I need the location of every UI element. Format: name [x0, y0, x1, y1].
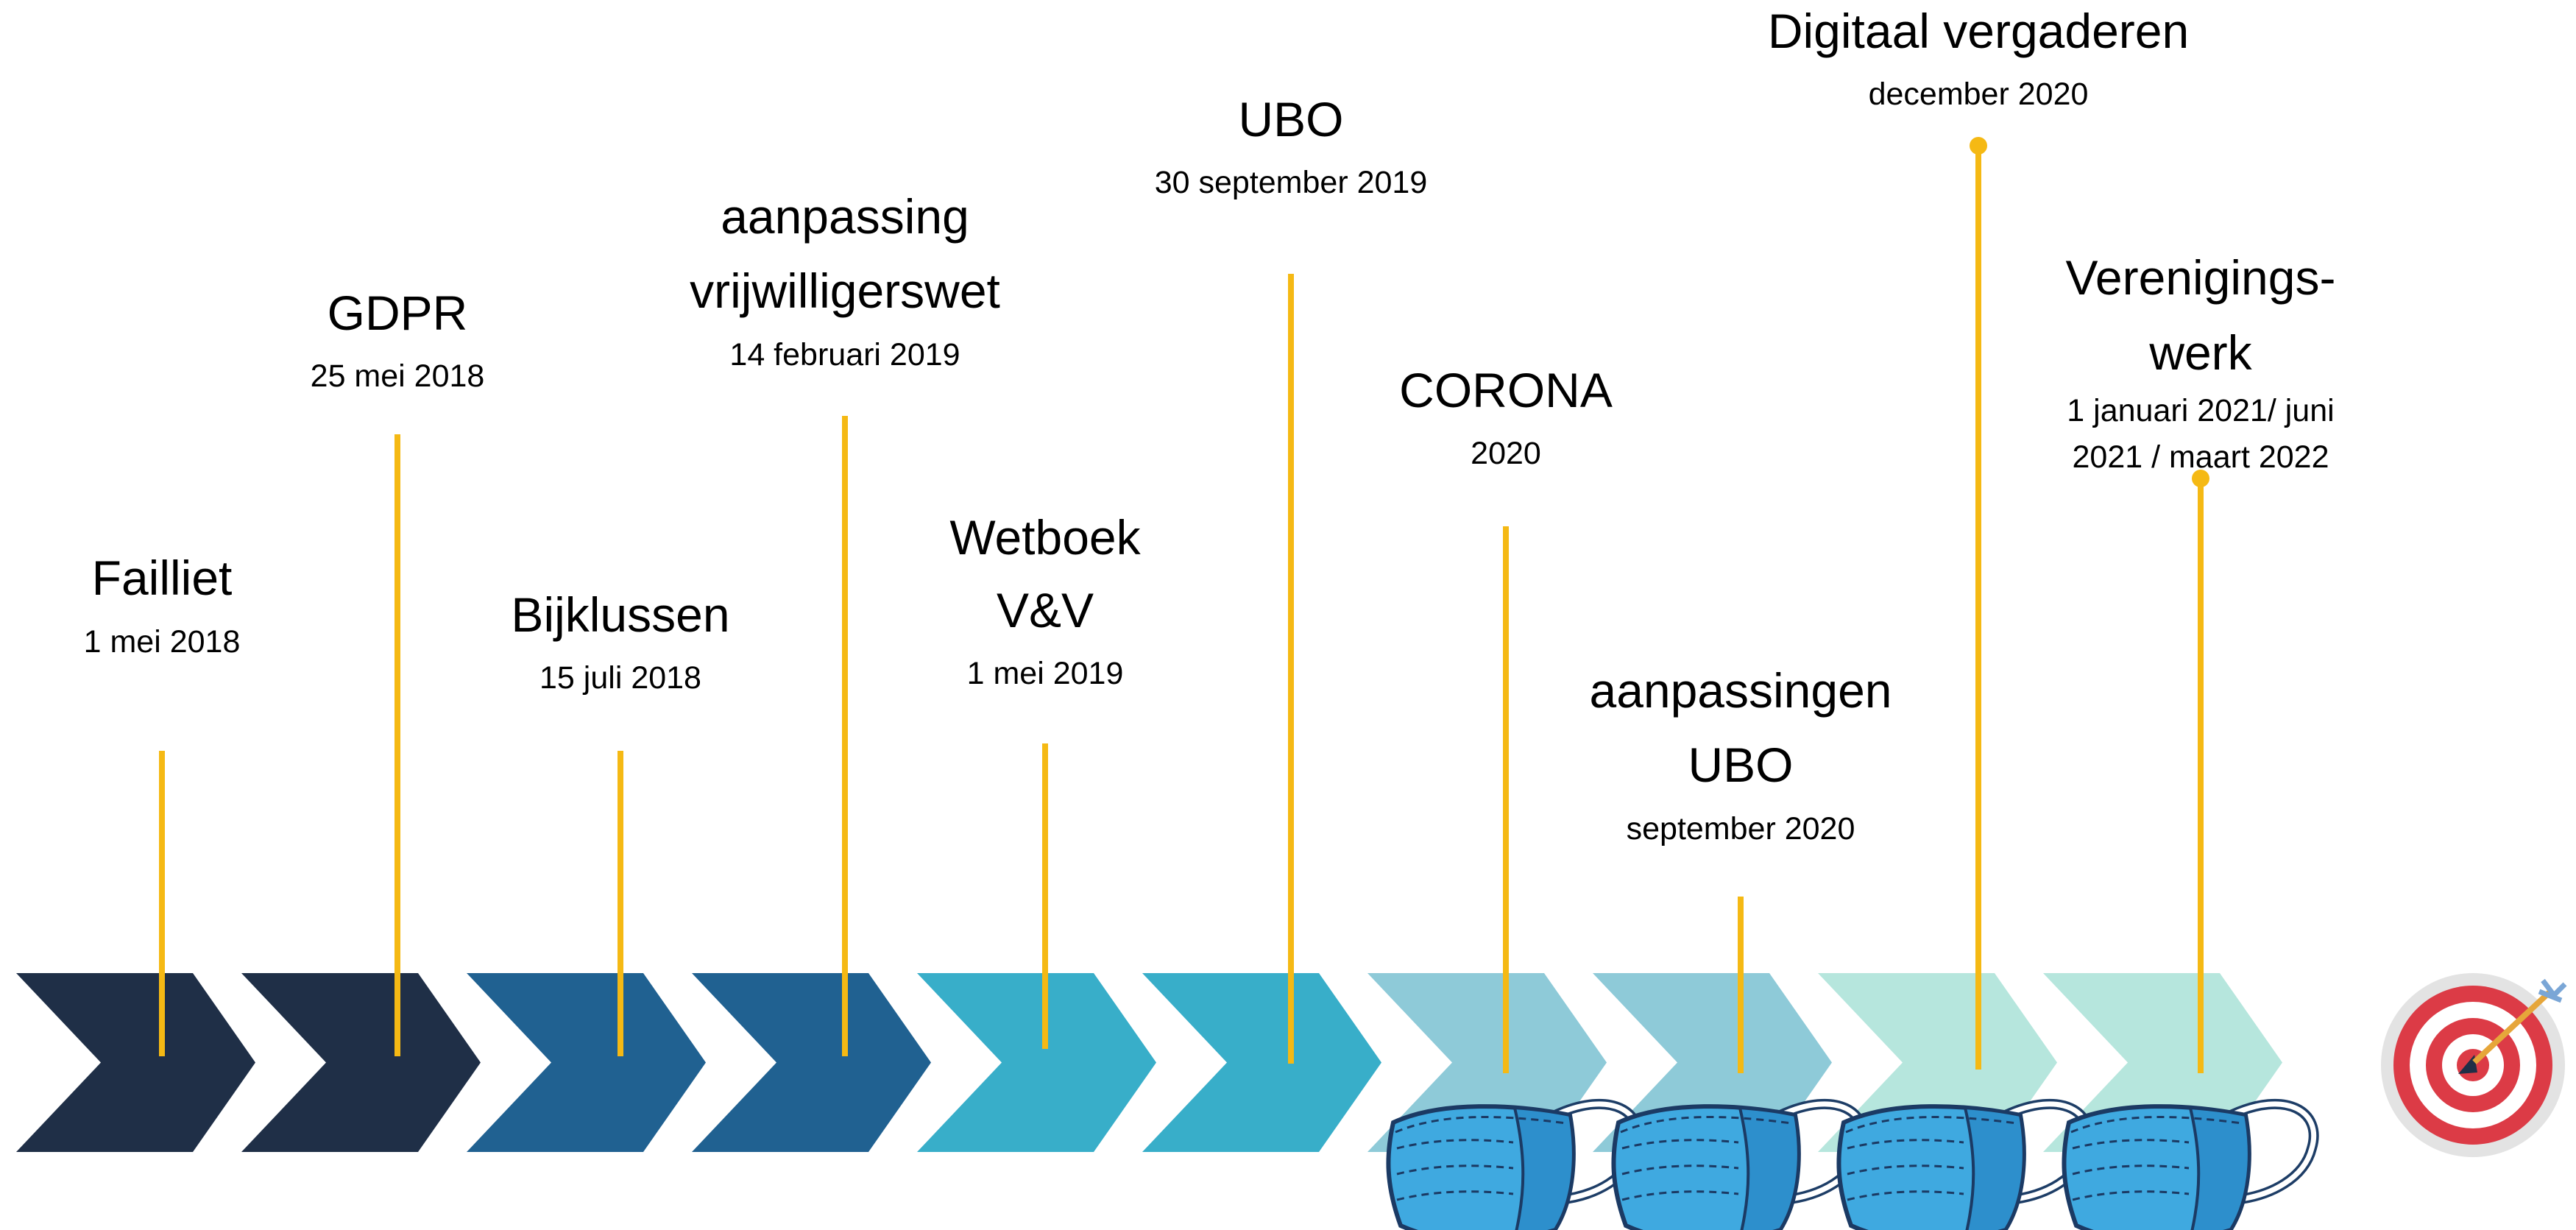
event-title: GDPR	[328, 286, 468, 340]
event-title: Failliet	[92, 551, 233, 605]
event-gdpr: GDPR 25 mei 2018	[311, 286, 485, 394]
event-bijklussen: Bijklussen 15 juli 2018	[511, 587, 729, 696]
stem-dot-digitaal-vergaderen	[1970, 137, 1987, 155]
event-date: 1 januari 2021/ juni	[2067, 393, 2334, 428]
event-title: werk	[2148, 325, 2252, 380]
event-title: V&V	[997, 583, 1094, 637]
chevron-10	[2043, 973, 2282, 1152]
event-title: aanpassingen	[1589, 663, 1892, 718]
event-title: aanpassing	[721, 189, 969, 244]
face-mask-icon	[1386, 1098, 1643, 1230]
event-title: Verenigings-	[2066, 250, 2336, 305]
face-mask-icon	[1836, 1098, 2094, 1230]
event-corona: CORONA 2020	[1399, 363, 1613, 471]
event-title: Bijklussen	[511, 587, 729, 642]
event-date: 14 februari 2019	[729, 337, 960, 372]
event-title: CORONA	[1399, 363, 1613, 417]
event-date: 1 mei 2018	[84, 624, 241, 660]
event-date: 25 mei 2018	[311, 358, 485, 394]
event-date: 1 mei 2019	[967, 656, 1124, 691]
event-title: UBO	[1688, 738, 1793, 792]
event-date: 2021 / maart 2022	[2072, 439, 2329, 475]
chevron-9	[1818, 973, 2057, 1152]
event-title: Wetboek	[949, 510, 1141, 565]
event-title: Digitaal vergaderen	[1768, 4, 2189, 58]
mask-row	[1386, 1098, 2319, 1230]
event-date: 30 september 2019	[1155, 165, 1428, 200]
event-verenigingswerk: Verenigings-werk 1 januari 2021/ juni 2021…	[2066, 250, 2336, 475]
stem-dot-verenigingswerk	[2192, 470, 2209, 487]
chevron-4	[692, 973, 931, 1152]
event-title: UBO	[1238, 92, 1343, 146]
chevron-row	[16, 973, 2282, 1152]
label-row: Failliet 1 mei 2018 GDPR 25 mei 2018Bijklus…	[84, 4, 2336, 846]
target-icon	[2381, 973, 2567, 1157]
event-date: 15 juli 2018	[539, 660, 701, 696]
event-date: september 2020	[1627, 811, 1855, 846]
chevron-3	[467, 973, 706, 1152]
chevron-8	[1593, 973, 1832, 1152]
event-title: vrijwilligerswet	[690, 264, 1000, 318]
event-date: 2020	[1471, 436, 1541, 471]
event-vrijwilligerswet: aanpassing vrijwilligerswet 14 februari 20…	[690, 189, 1000, 372]
event-date: december 2020	[1869, 77, 2089, 112]
chevron-6	[1142, 973, 1381, 1152]
chevron-7	[1367, 973, 1607, 1152]
chevron-1	[16, 973, 255, 1152]
face-mask-icon	[1611, 1098, 1869, 1230]
event-failliet: Failliet 1 mei 2018	[84, 551, 241, 660]
stem-row	[159, 137, 2209, 1073]
face-mask-icon	[2062, 1098, 2319, 1230]
chevron-5	[917, 973, 1156, 1152]
event-ubo: UBO 30 september 2019	[1155, 92, 1428, 200]
event-digitaal-vergaderen: Digitaal vergaderen december 2020	[1768, 4, 2189, 112]
chevron-2	[241, 973, 481, 1152]
